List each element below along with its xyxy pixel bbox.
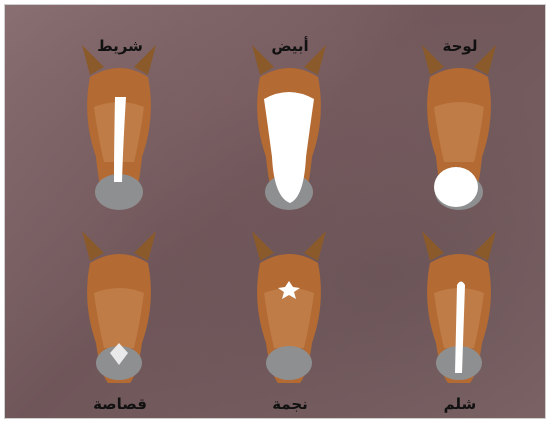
horse-head-snip [60,223,180,413]
horse-head-stripe [60,37,180,227]
muzzle [266,346,312,380]
left-ear [252,231,274,261]
right-ear [304,45,326,75]
right-ear [134,45,156,75]
left-ear [82,45,104,75]
marking-cell-white-face: أبيض [230,37,350,227]
marking-cell-stripe: شريط [60,37,180,227]
left-ear [422,231,444,261]
right-ear [304,231,326,261]
marking-cell-star: نجمة [230,223,350,413]
left-ear [82,231,104,261]
marking-cell-narrow-stripe: شلم [400,223,520,413]
horse-head-blaze [400,37,520,227]
marking-cell-snip: قصاصة [60,223,180,413]
marking-label-star: نجمة [230,395,350,413]
horse-face-markings-diagram: شريط أبيض لوحة [4,4,546,419]
left-ear [252,45,274,75]
right-ear [134,231,156,261]
horse-head-star [230,223,350,413]
marking-label-narrow-stripe: شلم [400,395,520,413]
horse-head-white-face [230,37,350,227]
marking-label-snip: قصاصة [60,395,180,413]
left-ear [422,45,444,75]
marking-cell-blaze: لوحة [400,37,520,227]
blaze-marking [434,167,478,207]
right-ear [474,45,496,75]
right-ear [474,231,496,261]
horse-head-narrow-stripe [400,223,520,413]
